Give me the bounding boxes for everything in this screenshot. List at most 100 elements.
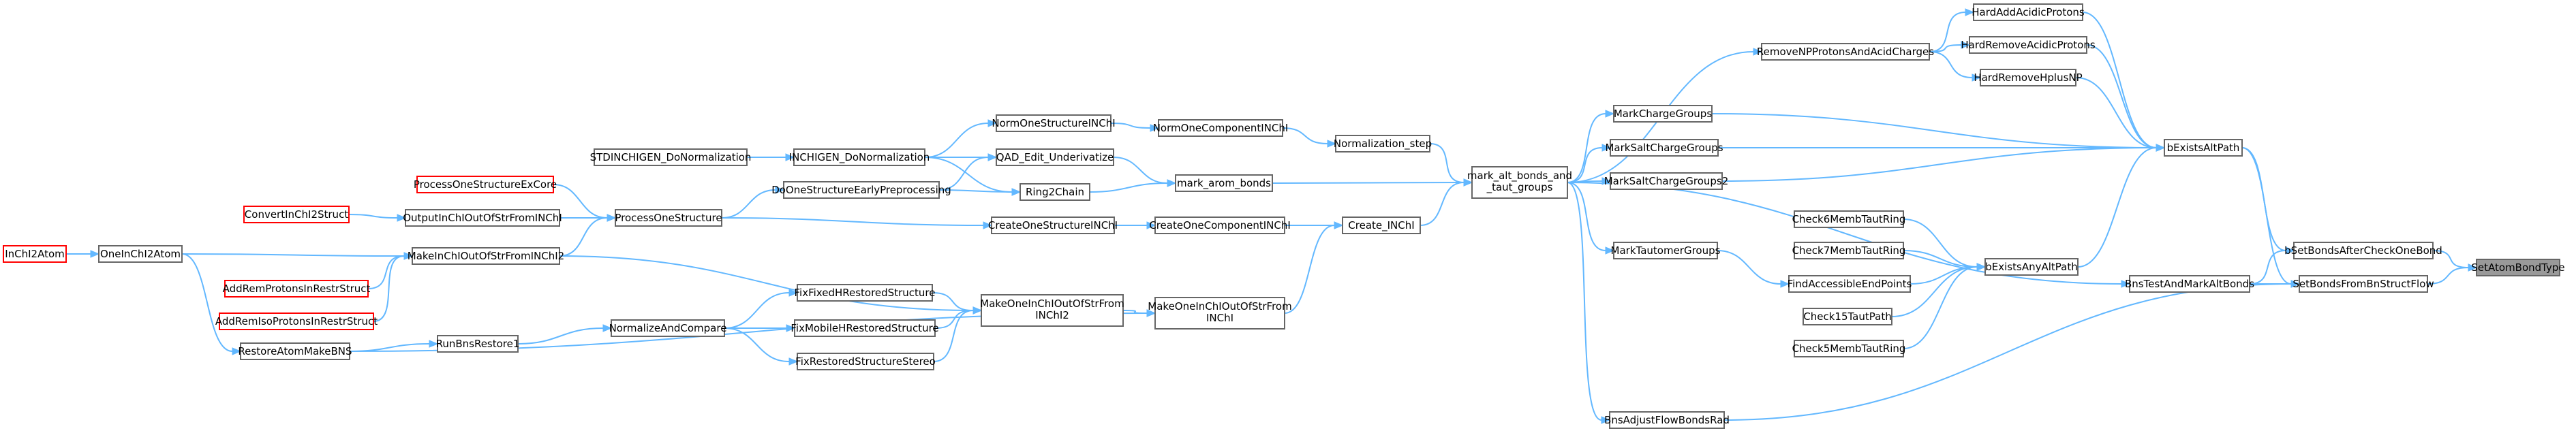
node-find-accessible-end-points[interactable]: FindAccessibleEndPoints xyxy=(1788,275,1912,293)
node-process-one-structure-ex-core[interactable]: ProcessOneStructureExCore xyxy=(414,176,557,193)
call-edge-normalize-and-compare-to-fix-restored-structure-stereo xyxy=(724,327,790,362)
arrowhead-icon xyxy=(1150,124,1160,132)
node-mark-arom-bonds[interactable]: mark_arom_bonds xyxy=(1175,174,1273,192)
node-label: MarkChargeGroups xyxy=(1614,108,1712,120)
node-mark-charge-groups[interactable]: MarkChargeGroups xyxy=(1613,105,1713,123)
node-fix-fixed-hrestored-structure[interactable]: FixFixedHRestoredStructure xyxy=(795,284,936,302)
call-edge-mark-alt-bonds-and-taut-groups-to-mark-charge-groups xyxy=(1567,113,1606,183)
node-label: InChI2Atom xyxy=(5,248,65,260)
call-edge-make-in-ch-iout-of-str-from-inch-i2-to-process-one-structure xyxy=(559,217,608,257)
node-box xyxy=(1969,36,2087,54)
node-inchigen-do-normalization[interactable]: INCHIGEN_DoNormalization xyxy=(789,148,930,166)
arrowhead-icon xyxy=(2156,144,2166,152)
node-check6-memb-taut-ring[interactable]: Check6MembTautRing xyxy=(1792,210,1906,228)
call-edge-mark-alt-bonds-and-taut-groups-to-mark-salt-charge-groups xyxy=(1567,147,1603,183)
nodes-layer: SetAtomBondType bSetBondsAfterCheckOneBon… xyxy=(3,3,2565,429)
node-process-one-structure[interactable]: ProcessOneStructure xyxy=(615,209,722,227)
node-norm-one-component-inch-i[interactable]: NormOneComponentINChI xyxy=(1153,119,1289,137)
node-run-bns-restore1[interactable]: RunBnsRestore1 xyxy=(436,335,520,353)
node-label: Check5MembTautRing xyxy=(1792,342,1906,355)
node-do-one-structure-early-preprocessing[interactable]: DoOneStructureEarlyPreprocessing xyxy=(771,181,951,199)
call-edge-mark-charge-groups-to-b-exists-alt-path xyxy=(1711,113,2157,148)
call-edge-run-bns-restore1-to-normalize-and-compare xyxy=(517,327,604,344)
node-stdinchigen-do-normalization[interactable]: STDINCHIGEN_DoNormalization xyxy=(590,148,752,166)
node-box xyxy=(1175,174,1273,192)
arrowhead-icon xyxy=(403,252,414,260)
node-check7-memb-taut-ring[interactable]: Check7MembTautRing xyxy=(1792,242,1906,259)
node-box xyxy=(224,280,369,298)
node-in-ch-i2-atom[interactable]: InChI2Atom xyxy=(3,245,67,263)
node-box xyxy=(1610,172,1723,190)
node-box xyxy=(1609,411,1725,429)
node-box xyxy=(2299,275,2428,293)
node-box xyxy=(1794,210,1904,228)
node-check15-taut-path[interactable]: Check15TautPath xyxy=(1803,308,1892,325)
call-edge-set-bonds-from-bn-struct-flow-to-set-atom-bond-type xyxy=(2427,267,2469,285)
arrowhead-icon xyxy=(429,340,439,348)
node-mark-salt-charge-groups[interactable]: MarkSaltChargeGroups xyxy=(1605,139,1723,157)
node-create-inch-i[interactable]: Create_INChI xyxy=(1342,216,1421,234)
arrowhead-icon xyxy=(1780,280,1790,288)
node-label: MarkSaltChargeGroups2 xyxy=(1604,175,1729,187)
node-mark-alt-bonds-and-taut-groups[interactable]: mark_alt_bonds_and_taut_groups xyxy=(1467,166,1572,199)
node-label: bSetBondsAfterCheckOneBond xyxy=(2284,244,2442,257)
node-add-rem-protons-in-restr-struct[interactable]: AddRemProtonsInRestrStruct xyxy=(223,280,371,298)
node-b-exists-alt-path[interactable]: bExistsAltPath xyxy=(2164,139,2243,157)
node-label: AddRemIsoProtonsInRestrStruct xyxy=(215,315,378,327)
node-label: OutputInChIOutOfStrFromINChI xyxy=(403,212,562,224)
node-label: MakeInChIOutOfStrFromINChI2 xyxy=(408,250,564,262)
node-label: HardAddAcidicProtons xyxy=(1972,6,2085,18)
node-mark-salt-charge-groups2[interactable]: MarkSaltChargeGroups2 xyxy=(1604,172,1729,190)
node-bns-adjust-flow-bonds-rad[interactable]: BnsAdjustFlowBondsRad xyxy=(1604,411,1730,429)
node-fix-mobile-hrestored-structure[interactable]: FixMobileHRestoredStructure xyxy=(791,319,939,337)
node-box xyxy=(1794,340,1904,357)
node-b-set-bonds-after-check-one-bond[interactable]: bSetBondsAfterCheckOneBond xyxy=(2284,242,2442,259)
call-edge-one-in-ch-i2-atom-to-restore-atom-make-bns xyxy=(181,253,233,352)
node-make-in-ch-iout-of-str-from-inch-i2[interactable]: MakeInChIOutOfStrFromINChI2 xyxy=(408,247,564,265)
node-set-bonds-from-bn-struct-flow[interactable]: SetBondsFromBnStructFlow xyxy=(2293,275,2434,293)
node-qad-edit-underivatize[interactable]: QAD_Edit_Underivatize xyxy=(996,148,1114,166)
node-box xyxy=(1471,166,1568,199)
node-normalize-and-compare[interactable]: NormalizeAndCompare xyxy=(609,319,727,337)
node-add-rem-iso-protons-in-restr-struct[interactable]: AddRemIsoProtonsInRestrStruct xyxy=(215,312,378,330)
node-label: RestoreAtomMakeBNS xyxy=(238,345,352,357)
node-box xyxy=(996,114,1111,132)
node-label: NormalizeAndCompare xyxy=(609,322,727,334)
call-edge-do-one-structure-early-preprocessing-to-qad-edit-underivatize xyxy=(938,157,989,191)
node-output-in-ch-iout-of-str-from-inch-i[interactable]: OutputInChIOutOfStrFromINChI xyxy=(403,209,562,227)
node-hard-remove-hplus-np[interactable]: HardRemoveHplusNP xyxy=(1974,69,2083,86)
node-box xyxy=(437,335,519,353)
call-edge-one-in-ch-i2-atom-to-make-in-ch-iout-of-str-from-inch-i2 xyxy=(181,253,405,257)
node-label: ProcessOneStructureExCore xyxy=(414,178,557,191)
node-box xyxy=(1154,297,1285,330)
node-create-one-structure-inch-i[interactable]: CreateOneStructureINChI xyxy=(988,216,1118,234)
node-create-one-component-inch-i[interactable]: CreateOneComponentINChI xyxy=(1149,216,1291,234)
node-norm-one-structure-inch-i[interactable]: NormOneStructureINChI xyxy=(992,114,1116,132)
node-set-atom-bond-type[interactable]: SetAtomBondType xyxy=(2471,259,2565,276)
node-box xyxy=(1342,216,1421,234)
node-bns-test-and-mark-alt-bonds[interactable]: BnsTestAndMarkAltBonds xyxy=(2125,275,2254,293)
node-convert-in-ch-i2-struct[interactable]: ConvertInChI2Struct xyxy=(243,206,350,223)
node-b-exists-any-alt-path[interactable]: bExistsAnyAltPath xyxy=(1984,258,2079,276)
node-hard-add-acidic-protons[interactable]: HardAddAcidicProtons xyxy=(1972,3,2085,21)
node-label: AddRemProtonsInRestrStruct xyxy=(223,283,371,295)
call-edge-check5-memb-taut-ring-to-b-exists-any-alt-path xyxy=(1903,266,1978,349)
node-normalization-step[interactable]: Normalization_step xyxy=(1334,135,1432,153)
node-remove-npprotons-and-acid-charges[interactable]: RemoveNPProtonsAndAcidCharges xyxy=(1757,43,1934,61)
node-restore-atom-make-bns[interactable]: RestoreAtomMakeBNS xyxy=(238,342,352,360)
arrowhead-icon xyxy=(1146,309,1156,317)
node-hard-remove-acidic-protons[interactable]: HardRemoveAcidicProtons xyxy=(1961,36,2096,54)
arrowhead-icon xyxy=(1605,110,1615,118)
node-fix-restored-structure-stereo[interactable]: FixRestoredStructureStereo xyxy=(795,353,936,370)
node-label: BnsAdjustFlowBondsRad xyxy=(1604,414,1730,426)
node-box xyxy=(1335,135,1430,153)
node-check5-memb-taut-ring[interactable]: Check5MembTautRing xyxy=(1792,340,1906,357)
arrowhead-icon xyxy=(1972,74,1982,82)
node-one-in-ch-i2-atom[interactable]: OneInChI2Atom xyxy=(98,245,183,263)
node-box xyxy=(240,342,350,360)
node-mark-tautomer-groups[interactable]: MarkTautomerGroups xyxy=(1611,242,1721,259)
node-ring2-chain[interactable]: Ring2Chain xyxy=(1019,183,1090,201)
call-edge-create-inch-i-to-mark-alt-bonds-and-taut-groups xyxy=(1420,182,1465,226)
